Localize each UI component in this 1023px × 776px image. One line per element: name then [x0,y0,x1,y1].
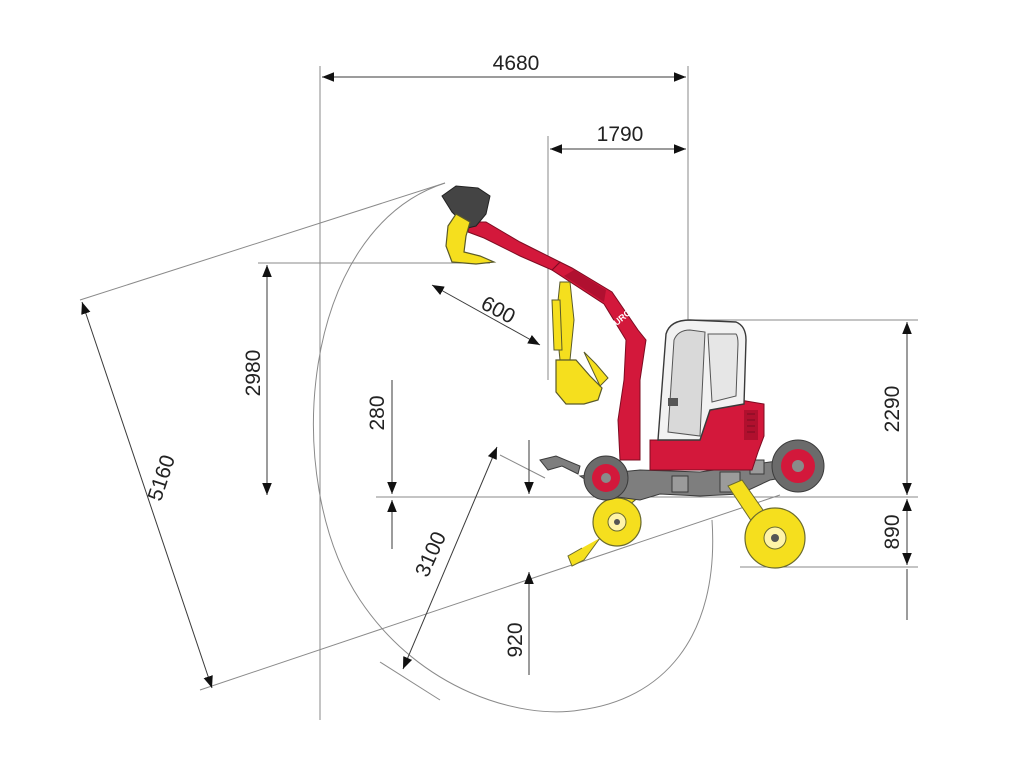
label-920: 920 [504,622,527,657]
excavator-illustration: EUROMACH [441,185,825,569]
upper-bucket [441,185,497,265]
dimension-280: 280 [366,380,397,549]
label-3100: 3100 [411,528,451,580]
label-1790: 1790 [597,123,644,146]
label-2290: 2290 [881,386,904,433]
lower-bucket-attachment [551,281,609,405]
label-4680: 4680 [493,52,540,75]
dimension-2290: 2290 [881,322,912,495]
boom-arm: EUROMACH [467,221,654,461]
dimension-4680: 4680 [322,52,686,82]
dimension-890: 890 [881,499,912,620]
label-2980: 2980 [242,350,265,397]
dimension-5160: 5160 [81,301,213,689]
dimension-920: 920 [504,440,534,675]
dimension-1790: 1790 [550,123,686,154]
dimension-3100: 3100 [402,446,498,670]
label-280: 280 [366,395,389,430]
red-wheels [583,439,825,501]
label-600: 600 [477,292,519,329]
label-5160: 5160 [144,452,180,504]
excavator-cab [657,319,747,441]
label-890: 890 [881,514,904,549]
rear-yellow-leg [727,479,806,569]
dimension-600: 600 [431,284,541,346]
dimension-2980: 2980 [242,265,272,495]
reference-lines [79,66,918,720]
